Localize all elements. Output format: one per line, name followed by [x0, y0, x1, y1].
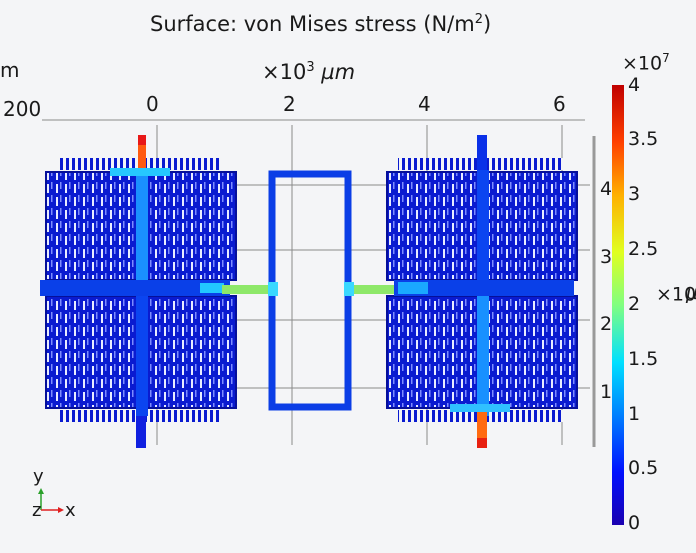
x-scale-exponent: 3: [306, 60, 315, 75]
center-proof-frame: [222, 170, 400, 411]
axes-triad-icon: [38, 488, 64, 513]
plot-title-suffix: ): [482, 12, 492, 36]
axis-x-label: x: [65, 500, 76, 521]
axis-y-label: y: [33, 466, 44, 487]
plot-title-exponent: 2: [474, 12, 483, 27]
colorbar-exponent: ×107: [622, 51, 670, 74]
colorbar-gradient: [612, 85, 624, 525]
colorbar-tick: 3: [628, 183, 641, 205]
y-tick: 1: [600, 381, 613, 403]
y-unit-partial: µ: [686, 282, 696, 304]
right-comb-drive: [386, 135, 578, 448]
colorbar-exp-value: 7: [662, 51, 670, 65]
plot-title: Surface: von Mises stress (N/m2): [150, 12, 491, 36]
colorbar-tick: 2: [628, 293, 641, 315]
x-tick: 0: [146, 92, 159, 116]
axes-triad: y z x: [30, 466, 90, 530]
y-tick: 3: [600, 246, 613, 268]
axis-z-label: z: [32, 500, 42, 521]
x-tick: 6: [553, 92, 566, 116]
left-comb-drive: [40, 135, 237, 448]
colorbar-tick: 0: [628, 512, 641, 534]
x-unit: µm: [321, 60, 356, 84]
x-tick: 2: [283, 92, 296, 116]
colorbar-tick: 0.5: [628, 457, 659, 479]
y-scale-prefix: ×10: [656, 283, 696, 306]
colorbar-tick: 3.5: [628, 128, 659, 150]
colorbar-tick: 4: [628, 74, 641, 96]
x-tick: 200: [3, 97, 42, 121]
plot-title-text: Surface: von Mises stress (N/m: [150, 12, 475, 36]
y-tick: 2: [600, 313, 613, 335]
colorbar-tick: 1.5: [628, 348, 659, 370]
y-tick: 4: [600, 178, 613, 200]
left-edge-partial-label: m: [0, 58, 20, 82]
colorbar-tick: 2.5: [628, 238, 659, 260]
y-axis-scale: ×103: [656, 282, 696, 305]
colorbar-tick: 1: [628, 403, 641, 425]
colorbar-exp-prefix: ×10: [622, 52, 663, 75]
x-axis-scale: ×103 µm: [262, 60, 355, 84]
x-scale-prefix: ×10: [262, 60, 307, 84]
x-tick: 4: [418, 92, 431, 116]
